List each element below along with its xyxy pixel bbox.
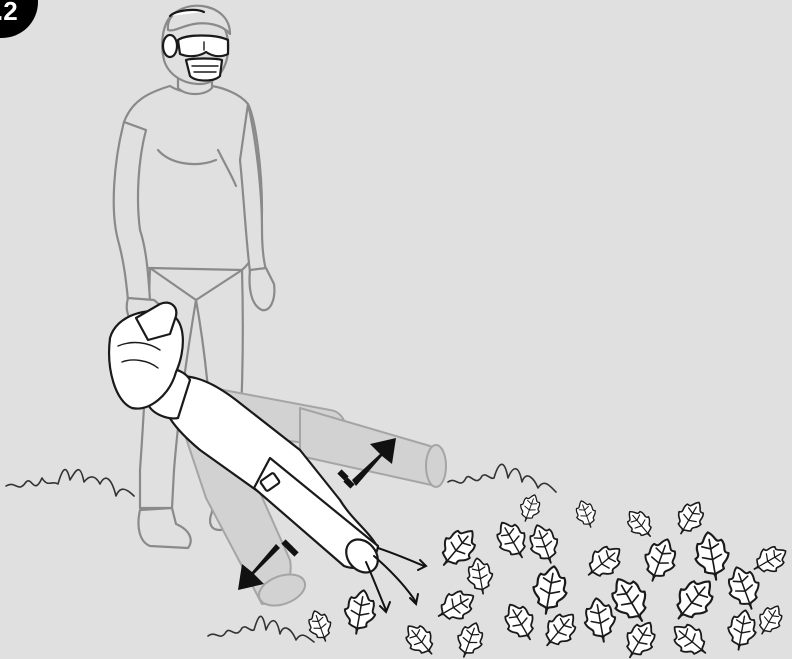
leaf <box>752 601 787 640</box>
figure-number-label: .2 <box>0 0 18 24</box>
leaf <box>304 607 336 645</box>
leaf <box>490 516 534 565</box>
safety-goggles-icon <box>178 36 228 57</box>
leaf <box>529 563 570 616</box>
leaf <box>621 505 659 544</box>
leaf <box>722 562 766 614</box>
leaf <box>516 491 544 524</box>
leaf <box>498 598 542 647</box>
leaf <box>399 618 441 659</box>
leaf <box>536 606 583 655</box>
leaf <box>748 540 792 580</box>
leaf <box>524 520 564 567</box>
leaf <box>341 588 379 637</box>
leaf <box>572 497 600 530</box>
leaf <box>666 571 723 629</box>
leaf <box>464 556 495 596</box>
leaf <box>691 529 732 582</box>
leaf <box>432 584 481 628</box>
airflow-arrows-icon <box>366 548 426 612</box>
leaf <box>638 534 682 586</box>
leaf <box>725 608 760 652</box>
leaves-icon <box>304 491 792 659</box>
leaf <box>666 616 715 659</box>
leaf <box>452 619 488 659</box>
leaf <box>670 496 710 540</box>
dust-mask-icon <box>186 59 222 81</box>
leaf <box>618 616 662 659</box>
leaf <box>581 596 619 645</box>
leaf <box>580 538 629 585</box>
